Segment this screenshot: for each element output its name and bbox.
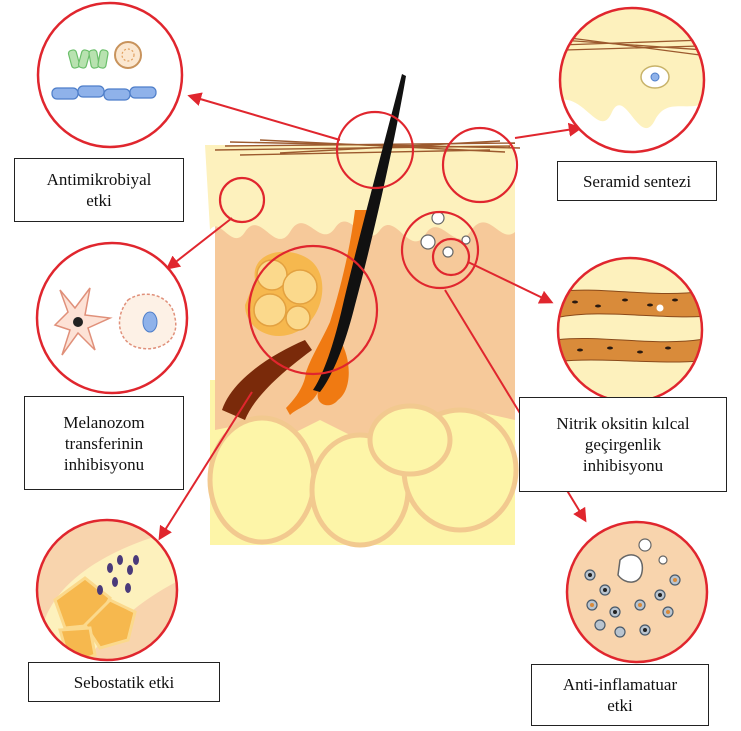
zoom-circle-melanosome	[37, 243, 187, 393]
zoom-circle-ceramide	[560, 8, 710, 160]
label-nitric-oxide: Nitrik oksitin kılcal geçirgenlik inhibi…	[519, 397, 727, 492]
label-melanosome-transfer: Melanozom transferinin inhibisyonu	[24, 396, 184, 490]
label-antimicrobial-line-1: Antimikrobiyal	[47, 169, 152, 190]
damaged-cell	[618, 555, 642, 582]
zoom-circle-antimicrobial	[38, 3, 182, 147]
label-melanosome-line-1: Melanozom	[63, 412, 144, 433]
arrow-to-antimicrobial	[190, 96, 340, 140]
zoom-circle-capillary	[555, 258, 710, 402]
label-antimicrobial-line-2: etki	[86, 190, 112, 211]
label-anti-inflammatory-line-2: etki	[607, 695, 633, 716]
label-sebostatic-line-1: Sebostatik etki	[74, 672, 175, 693]
label-melanosome-line-3: inhibisyonu	[64, 454, 144, 475]
label-anti-inflammatory-line-1: Anti-inflamatuar	[563, 674, 677, 695]
arrow-to-ceramide	[515, 128, 580, 138]
label-nitric-oxide-line-2: geçirgenlik	[585, 434, 661, 455]
label-sebostatic: Sebostatik etki	[28, 662, 220, 702]
label-antimicrobial: Antimikrobiyal etki	[14, 158, 184, 222]
label-ceramide-line-1: Seramid sentezi	[583, 171, 691, 192]
label-anti-inflammatory: Anti-inflamatuar etki	[531, 664, 709, 726]
fungal-spore	[115, 42, 141, 68]
label-melanosome-line-2: transferinin	[65, 433, 143, 454]
label-nitric-oxide-line-1: Nitrik oksitin kılcal	[556, 413, 689, 434]
label-ceramide-synthesis: Seramid sentezi	[557, 161, 717, 201]
zoom-circle-sebostatic	[37, 520, 180, 665]
label-nitric-oxide-line-3: inhibisyonu	[583, 455, 663, 476]
zoom-circle-anti-inflammatory	[567, 522, 707, 662]
skin-cross-section	[205, 74, 520, 545]
